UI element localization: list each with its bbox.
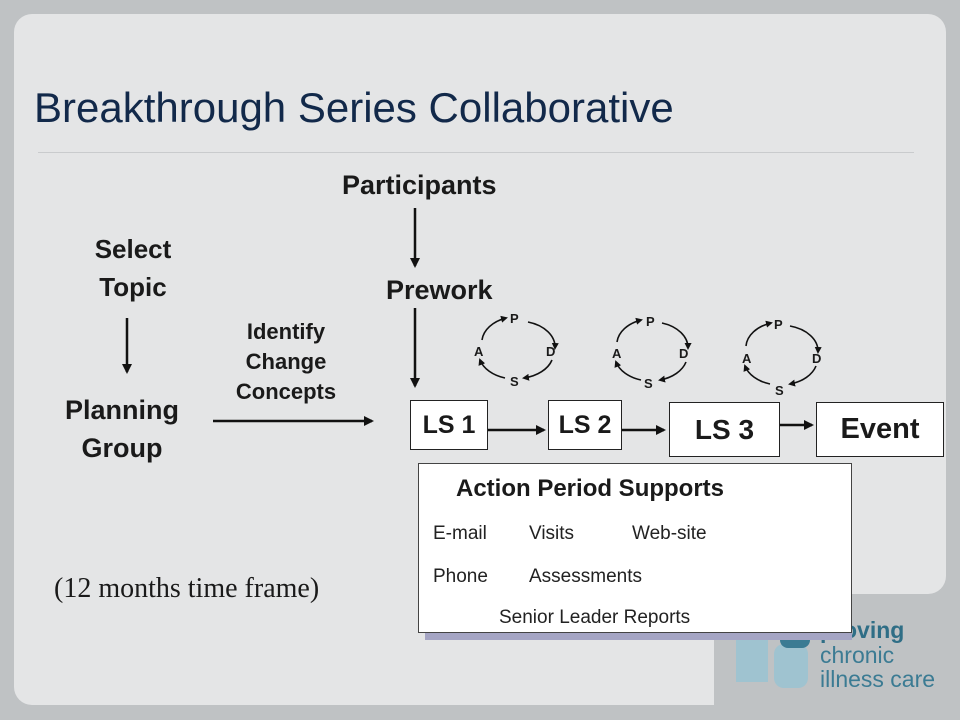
ls3-box: LS 3 — [669, 402, 780, 457]
event-box: Event — [816, 402, 944, 457]
select-topic-line-1: Select — [94, 234, 172, 264]
change-line: Change — [245, 349, 327, 374]
slide-title: Breakthrough Series Collaborative — [34, 84, 674, 131]
support-email: E-mail — [433, 523, 487, 544]
pdsa3-d: D — [812, 351, 822, 366]
planning-line: Planning — [65, 395, 179, 425]
action-period-title: Action Period Supports — [456, 475, 725, 502]
pdsa1-p: P — [510, 311, 519, 326]
group-line: Group — [81, 433, 163, 463]
prework-label: Prework — [386, 275, 493, 305]
support-visits: Visits — [529, 523, 575, 544]
pdsa1-d: D — [546, 344, 556, 359]
pdsa1-s: S — [510, 374, 519, 389]
logo-line-3: illness care — [820, 666, 936, 692]
support-phone: Phone — [433, 566, 488, 587]
identify-line: Identify — [246, 319, 326, 344]
pdsa2-a: A — [612, 346, 622, 361]
participants-label: Participants — [342, 170, 497, 200]
logo-line-2: chronic — [820, 642, 895, 668]
concepts-line: Concepts — [235, 379, 337, 404]
title-divider — [38, 152, 914, 153]
support-senior-leader-reports: Senior Leader Reports — [499, 607, 691, 628]
pdsa1-a: A — [474, 344, 484, 359]
select-topic-line-2: Topic — [99, 272, 167, 302]
pdsa3-a: A — [742, 351, 752, 366]
pdsa-cycle-2 — [614, 317, 692, 383]
pdsa3-p: P — [774, 317, 783, 332]
timeframe-note: (12 months time frame) — [54, 573, 320, 604]
identify-change-concepts-label: Identify Change Concepts — [216, 317, 356, 407]
ls1-box: LS 1 — [410, 400, 488, 450]
action-period-supports-box: Action Period Supports E-mail Visits Web… — [418, 463, 852, 633]
pdsa2-d: D — [679, 346, 689, 361]
select-topic-label: Select Topic — [73, 230, 193, 306]
support-assessments: Assessments — [529, 566, 642, 587]
planning-group-label: Planning Group — [46, 391, 198, 467]
pdsa-cycle-1 — [478, 315, 559, 381]
support-website: Web-site — [632, 523, 707, 544]
pdsa3-s: S — [775, 383, 784, 398]
ls2-box: LS 2 — [548, 400, 622, 450]
pdsa-cycle-3 — [743, 320, 822, 387]
pdsa2-s: S — [644, 376, 653, 391]
pdsa2-p: P — [646, 314, 655, 329]
